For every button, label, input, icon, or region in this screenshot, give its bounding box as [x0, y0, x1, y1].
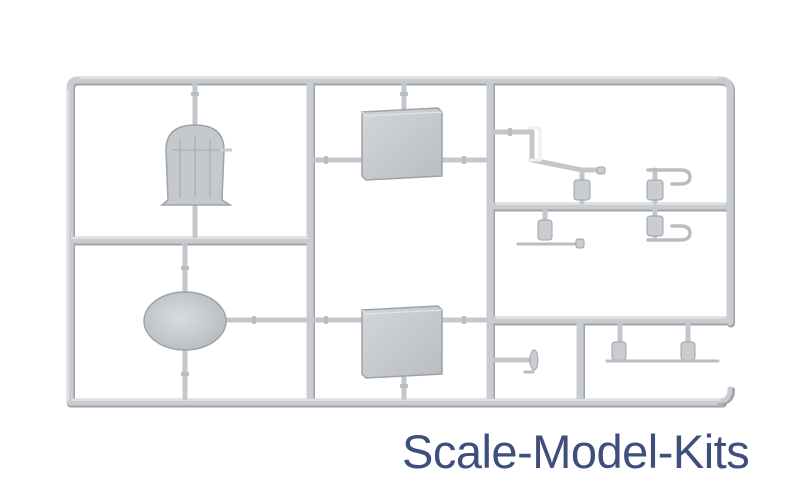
sprue-tail: [716, 386, 735, 405]
box-part-top: [361, 107, 443, 181]
linkage-parts: [516, 126, 720, 374]
gate-nubs: [181, 92, 512, 388]
oval-part: [143, 291, 227, 351]
sprue-frame: [66, 76, 734, 406]
panel-part: [159, 124, 233, 206]
watermark-text: Scale-Model-Kits: [402, 425, 750, 478]
sprue-frame-highlight: [67, 77, 726, 401]
box-part-bottom: [361, 305, 443, 379]
